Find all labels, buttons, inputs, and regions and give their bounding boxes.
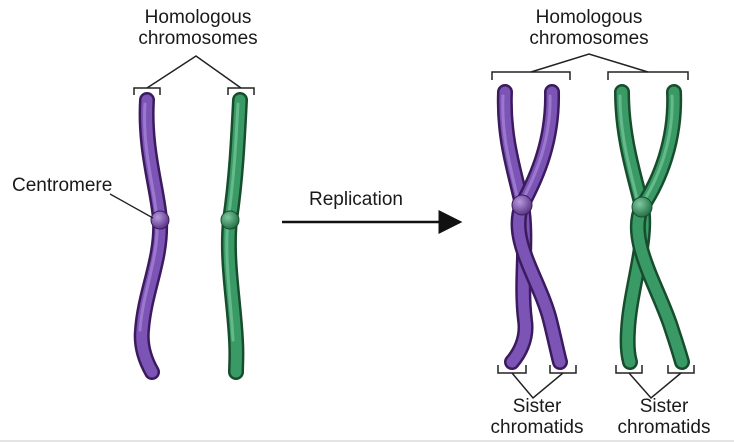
green-replicated-centromere (631, 196, 653, 218)
right-homologous-label: Homologous chromosomes (522, 7, 656, 50)
green-centromere (220, 210, 240, 230)
sister-chromatids-bracket-left (497, 365, 577, 400)
centromere-leader-line (109, 193, 154, 219)
right-homologous-line-2: chromosomes (529, 27, 649, 49)
left-homologous-label: Homologous chromosomes (133, 7, 263, 50)
purple-centromere (150, 210, 170, 230)
sister-right-line-2: chromatids (617, 416, 711, 438)
sister-left-line-1: Sister (512, 396, 562, 417)
sister-chromatids-bracket-right (615, 365, 695, 400)
purple-replicated-centromere (511, 194, 533, 216)
replication-label: Replication (309, 189, 403, 210)
left-homologous-bracket (133, 55, 255, 95)
left-homologous-line-1: Homologous (144, 7, 252, 28)
green-chromosome-replicated (614, 84, 690, 370)
right-homologous-bracket (491, 53, 689, 80)
sister-chromatids-label-left: Sister chromatids (478, 396, 596, 439)
purple-chromosome-replicated (496, 84, 568, 370)
centromere-label: Centromere (12, 175, 113, 196)
purple-chromosome-unreplicated (133, 92, 169, 380)
right-homologous-line-1: Homologous (535, 7, 643, 28)
green-chromosome-unreplicated (220, 92, 248, 380)
left-homologous-line-2: chromosomes (138, 27, 258, 49)
sister-right-line-1: Sister (639, 396, 689, 417)
sister-left-line-2: chromatids (490, 416, 584, 438)
sister-chromatids-label-right: Sister chromatids (604, 396, 724, 439)
